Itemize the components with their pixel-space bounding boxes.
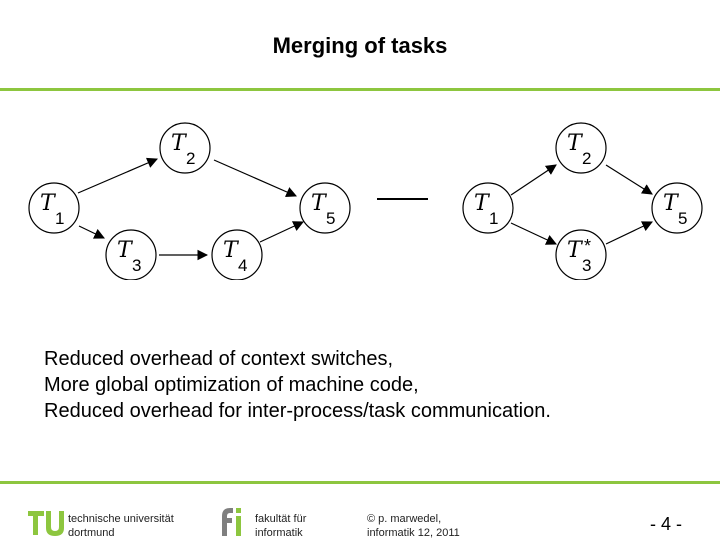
svg-text:T: T <box>40 191 57 216</box>
svg-text:1: 1 <box>55 209 64 228</box>
task-graph-diagram: T 1 T 2 T 3 T 4 T 5 T 1 T 2 <box>28 122 703 280</box>
edge-t1-t3star <box>510 222 557 245</box>
svg-text:2: 2 <box>582 149 591 168</box>
node-t1: T 1 <box>28 182 80 234</box>
svg-text:3: 3 <box>582 256 591 275</box>
merged-node-t5: T 5 <box>651 182 703 234</box>
svg-text:1: 1 <box>489 209 498 228</box>
svg-text:2: 2 <box>186 149 195 168</box>
merged-node-t1: T 1 <box>462 182 514 234</box>
svg-text:T: T <box>311 191 328 216</box>
edge-t1-t2 <box>77 157 158 194</box>
svg-text:T: T <box>567 238 584 263</box>
svg-text:T: T <box>567 131 584 156</box>
svg-text:3: 3 <box>132 256 141 275</box>
svg-text:5: 5 <box>326 209 335 228</box>
edge-t2-t5 <box>213 159 297 198</box>
tu-dortmund-logo-icon <box>28 511 64 536</box>
edge-t4-t5 <box>259 221 304 243</box>
title-divider <box>0 88 720 91</box>
edge-t3star-t5 <box>605 221 653 245</box>
copyright-notice: © p. marwedel, informatik 12, 2011 <box>367 513 460 539</box>
faculty-name: fakultät für informatik <box>255 513 307 539</box>
university-name: technische universität dortmund <box>68 513 174 539</box>
svg-text:T: T <box>663 191 680 216</box>
after-graph-edges <box>510 164 653 245</box>
svg-text:T: T <box>117 238 134 263</box>
svg-text:5: 5 <box>678 209 687 228</box>
benefit-item: Reduced overhead for inter-process/task … <box>44 400 551 422</box>
node-t2: T 2 <box>159 122 211 174</box>
footer-divider <box>0 481 720 484</box>
svg-text:T: T <box>223 238 240 263</box>
merged-node-t3star: T 3 * <box>555 229 607 280</box>
merged-node-t2: T 2 <box>555 122 607 174</box>
node-t3: T 3 <box>105 229 157 280</box>
edge-t1-t3 <box>78 225 105 239</box>
edge-t1-t2-merged <box>510 164 557 196</box>
benefit-item: More global optimization of machine code… <box>44 374 419 396</box>
benefits-list: Reduced overhead of context switches, Mo… <box>44 346 551 424</box>
fi-logo-icon <box>222 508 241 536</box>
page-number: - 4 - <box>650 514 683 534</box>
slide-title: Merging of tasks <box>272 33 448 58</box>
svg-text:4: 4 <box>238 256 247 275</box>
svg-text:T: T <box>474 191 491 216</box>
svg-text:T: T <box>171 131 188 156</box>
benefit-item: Reduced overhead of context switches, <box>44 348 394 370</box>
svg-text:*: * <box>584 236 591 256</box>
before-graph-edges <box>77 157 304 261</box>
edge-t2-t5-merged <box>605 164 653 195</box>
node-t5: T 5 <box>299 182 351 234</box>
node-t4: T 4 <box>211 229 263 280</box>
